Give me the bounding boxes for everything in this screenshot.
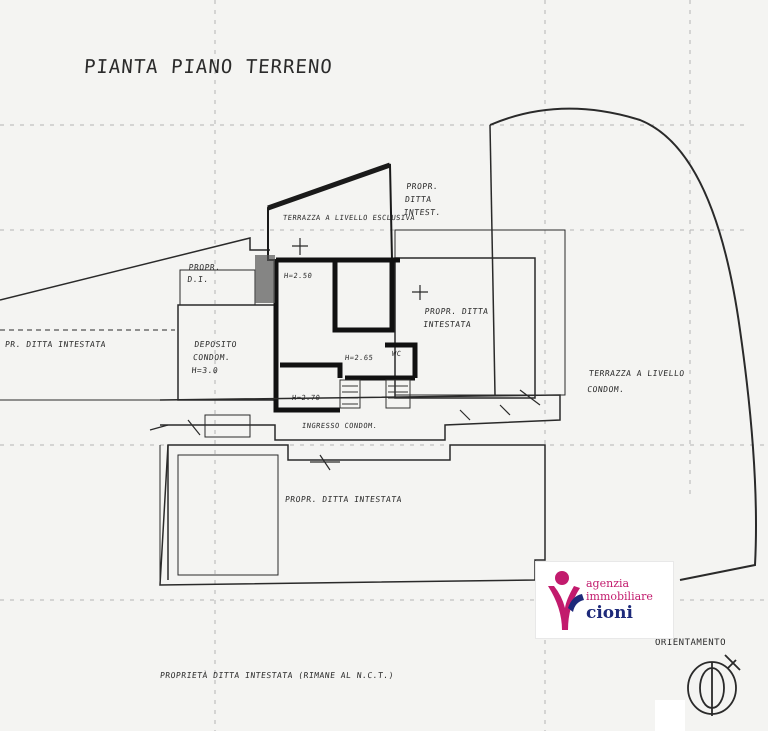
label-h270: H=2.70 (291, 394, 321, 402)
apartment-walls (273, 257, 418, 413)
agency-logo-icon (548, 571, 584, 630)
condo-terrace-outline (489, 107, 757, 581)
label-propr-ditta-right: PROPR. DITTA INTESTATA (422, 307, 489, 329)
logo-line-3: cioni (586, 603, 633, 623)
compass-rose (687, 654, 741, 716)
corner-patch (655, 700, 685, 731)
label-propr-ditta-center: PROPR. DITTA INTESTATA (284, 495, 403, 504)
label-entrance-corridor: INGRESSO CONDOM. (301, 422, 378, 430)
label-propr-ditta-intest-top: PROPR. DITTA INTEST. (403, 182, 442, 217)
label-storage-room: DEPOSITO CONDOM. H=3.0 (191, 340, 238, 375)
lower-property (159, 444, 546, 586)
exclusive-terrace (267, 163, 394, 261)
label-proprieta-bottom: PROPRIETÀ DITTA INTESTATA (RIMANE AL N.C… (159, 671, 395, 680)
compass-label: ORIENTAMENTO (655, 638, 727, 648)
label-h265: H=2.65 (344, 354, 374, 362)
left-boundary (0, 237, 270, 301)
logo-line-2: immobiliare (586, 590, 653, 603)
logo-line-1: agenzia (586, 577, 630, 590)
label-exclusive-terrace: TERRAZZA A LIVELLO ESCLUSIVA (282, 214, 416, 222)
label-propr-ditta-left: PR. DITTA INTESTATA (4, 340, 107, 349)
label-wc: WC (391, 350, 402, 358)
label-h250: H=2.50 (283, 272, 313, 280)
entrance-corridor (159, 394, 561, 441)
label-propr-dt: PROPR. D.I. (186, 263, 222, 284)
page-title: PIANTA PIANO TERRENO (83, 56, 334, 78)
label-condo-terrace: TERRAZZA A LIVELLO CONDOM. (586, 369, 686, 394)
agency-logo: agenzia immobiliare cioni (536, 562, 673, 638)
